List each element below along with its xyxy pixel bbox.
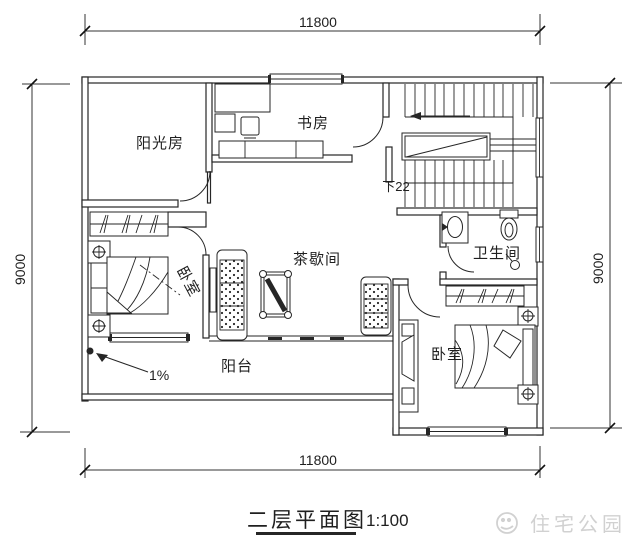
doors: [177, 116, 475, 318]
headboard-shelf: [90, 262, 108, 289]
dim-right-value: 9000: [590, 253, 606, 284]
bookshelf: [218, 140, 324, 159]
window-stairs-east: [535, 117, 544, 178]
bedroom-right-furniture: [398, 285, 539, 413]
toilet-symbol: [499, 209, 519, 241]
watermark-text: 住宅公园: [530, 513, 626, 536]
door-arc-bathroom: [447, 245, 475, 273]
staircase: 下22: [382, 84, 536, 207]
door-arc-sunroom: [179, 170, 211, 202]
tv-symbol: [401, 334, 415, 382]
window-bedroom-left-south: [108, 332, 190, 343]
wardrobe-right: [445, 285, 525, 307]
bathroom-fixtures: [441, 209, 520, 270]
floor-drain: [86, 347, 94, 355]
bed-right: [454, 324, 536, 389]
label-balcony: 阳台: [221, 358, 253, 375]
lamp-symbol: [521, 387, 535, 401]
window-study-north: [268, 73, 344, 85]
desk: [214, 83, 271, 113]
windows: [108, 73, 544, 437]
window-bedroom-right-south: [426, 426, 508, 437]
label-bedroom-right: 卧室: [431, 346, 463, 363]
label-sunroom: 阳光房: [136, 135, 184, 152]
watermark: 住宅公园: [496, 512, 626, 536]
study-furniture: [214, 83, 324, 159]
pillow: [493, 329, 522, 359]
tv-cabinet: [398, 319, 419, 413]
sink-symbol: [441, 211, 469, 244]
bedroom-left-furniture: [87, 211, 217, 338]
tea-lounge-furniture: [216, 249, 392, 341]
sofa-east: [360, 276, 392, 336]
balcony-annotations: 1%: [86, 347, 169, 383]
slope-arrow: [96, 353, 108, 362]
dimension-bottom: 11800: [79, 446, 546, 478]
title-block: 二层平面图 1:100: [247, 509, 409, 535]
blanket-fold: [106, 290, 133, 314]
dimension-top: 11800: [79, 14, 546, 45]
stair-direction-arrow: [410, 112, 421, 120]
door-arc-study: [352, 116, 384, 148]
lamp-symbol: [92, 319, 106, 333]
label-bedroom-left: 卧室: [173, 264, 203, 300]
dim-bottom-value: 11800: [299, 452, 337, 468]
label-study: 书房: [297, 115, 329, 132]
door-arc-bedroom-right: [407, 284, 441, 318]
tv-panel: [209, 267, 217, 313]
label-bathroom: 卫生间: [473, 245, 521, 262]
dim-top-value: 11800: [299, 14, 337, 30]
door-arc-bedroom-left: [177, 226, 207, 256]
dimension-left: 9000: [12, 78, 70, 438]
slope-note: 1%: [149, 367, 169, 383]
headboard: [522, 328, 534, 386]
wardrobe-left: [89, 211, 169, 237]
dim-left-value: 9000: [12, 254, 28, 285]
window-bathroom-east: [535, 226, 544, 263]
room-labels: 阳光房 书房 茶歇间 卫生间 卧室 卧室 阳台: [136, 115, 521, 375]
tea-table: [259, 270, 292, 319]
sofa-west: [216, 249, 248, 341]
shower-drain-symbol: [505, 253, 520, 270]
watermark-logo-icon: [496, 512, 518, 534]
dimension-right: 9000: [550, 77, 622, 434]
drawing-title: 二层平面图: [247, 509, 367, 532]
label-tea-lounge: 茶歇间: [293, 251, 341, 268]
drawing-scale: 1:100: [366, 511, 409, 530]
lamp-symbol: [92, 245, 106, 259]
desk-chair-symbol: [240, 116, 260, 136]
lamp-symbol: [521, 309, 535, 323]
stairs-down-note: 下22: [382, 179, 409, 194]
